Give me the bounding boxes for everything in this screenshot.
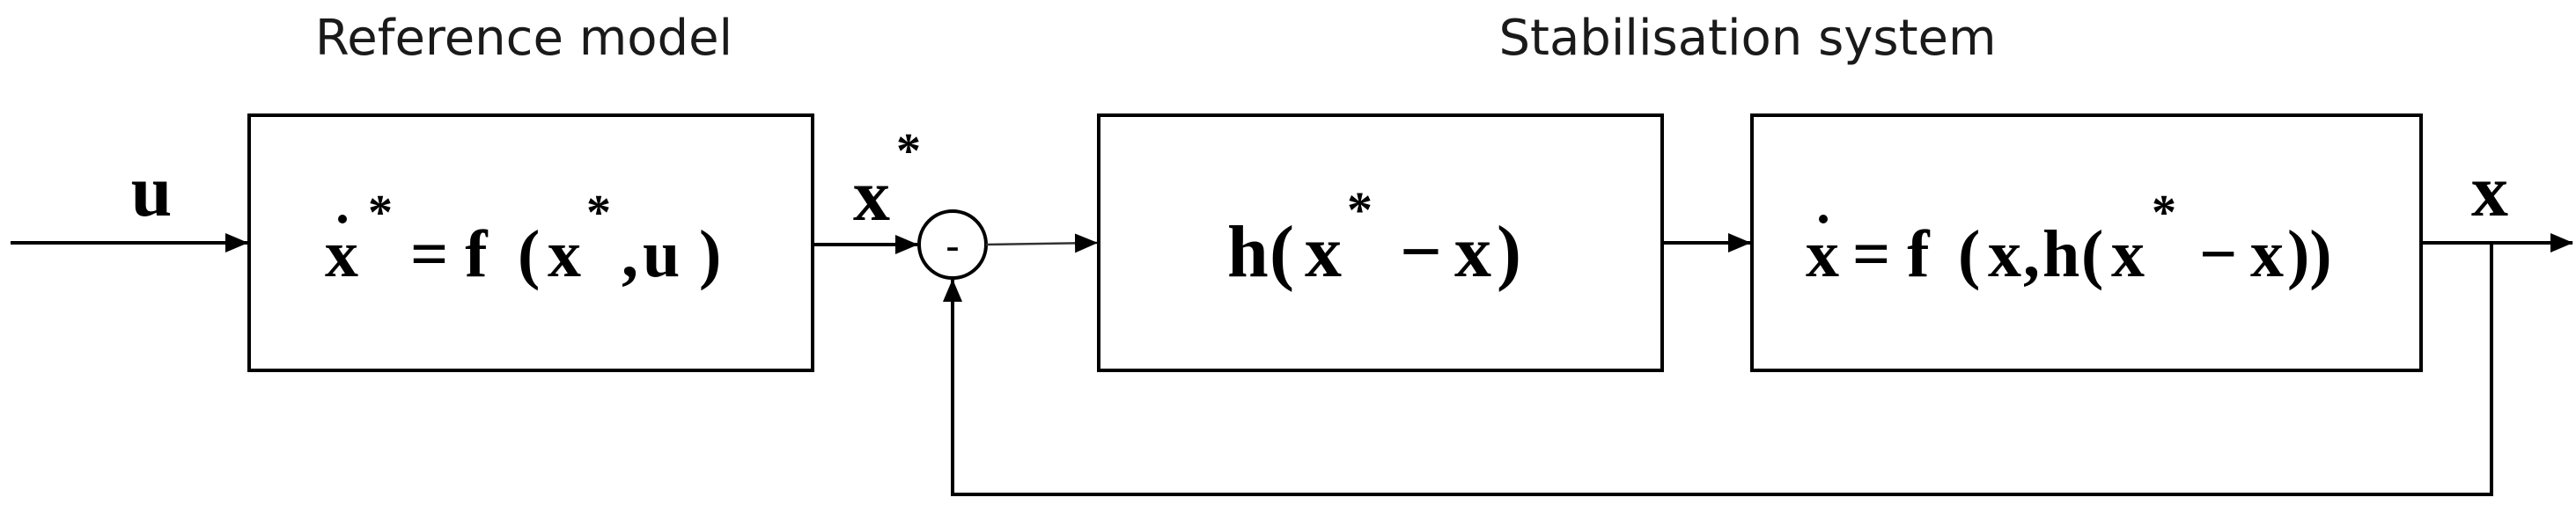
sys-close-parens: )) bbox=[2287, 217, 2332, 291]
system-block bbox=[1750, 113, 2423, 372]
sys-fn-h: h bbox=[2042, 217, 2079, 291]
reference-state-label: x bbox=[853, 155, 890, 237]
ref-arg-u: u bbox=[643, 217, 680, 291]
reference-model-header: Reference model bbox=[315, 10, 732, 67]
sys-arg-x-star: x bbox=[2111, 217, 2145, 291]
sys-arg-x-inner: x bbox=[2250, 217, 2284, 291]
summing-minus-sign: - bbox=[946, 223, 960, 270]
ctrl-close-paren: ) bbox=[1497, 211, 1521, 293]
ctrl-arg-x-star: x bbox=[1305, 211, 1342, 293]
time-derivative-dot bbox=[1819, 215, 1828, 223]
ctrl-star: * bbox=[1347, 181, 1373, 238]
ref-eq-f: = f bbox=[410, 217, 489, 291]
time-derivative-dot bbox=[338, 215, 347, 223]
junction-to-controller-arrow bbox=[985, 233, 1098, 253]
controller-equation: h ( x * − x ) bbox=[1227, 181, 1521, 293]
sys-star: * bbox=[2152, 186, 2176, 240]
ctrl-fn-h: h bbox=[1227, 211, 1269, 293]
sys-open-paren-inner: ( bbox=[2081, 217, 2103, 291]
sys-arg-x: x bbox=[1988, 217, 2021, 291]
ctrl-open-paren: ( bbox=[1270, 211, 1294, 293]
ref-state-variable: x bbox=[325, 217, 358, 291]
ref-arg-x: x bbox=[548, 217, 581, 291]
sys-minus: − bbox=[2199, 217, 2237, 291]
sys-open-paren: ( bbox=[1958, 217, 1980, 291]
sys-eq-f: = f bbox=[1852, 217, 1931, 291]
ref-comma: , bbox=[622, 217, 638, 291]
ref-state-star: * bbox=[368, 186, 393, 240]
ref-open-paren: ( bbox=[518, 217, 540, 291]
ctrl-minus: − bbox=[1400, 211, 1442, 293]
sys-comma: , bbox=[2023, 217, 2040, 291]
reference-state-star: * bbox=[896, 124, 921, 179]
ctrl-arg-x: x bbox=[1454, 211, 1491, 293]
output-signal-label: x bbox=[2471, 150, 2508, 232]
ref-arg-star: * bbox=[586, 186, 611, 240]
input-signal-label: u bbox=[131, 150, 173, 232]
sys-state-variable: x bbox=[1806, 217, 1839, 291]
ref-close-paren: ) bbox=[699, 217, 721, 291]
stabilisation-system-header: Stabilisation system bbox=[1498, 10, 1996, 67]
feedback-path bbox=[943, 243, 2493, 496]
reference-model-block bbox=[247, 113, 814, 372]
system-equation: x = f ( x , h ( x * − x )) bbox=[1806, 186, 2332, 291]
controller-block bbox=[1097, 113, 1664, 372]
reference-model-equation: x * = f ( x * , u ) bbox=[325, 186, 721, 291]
